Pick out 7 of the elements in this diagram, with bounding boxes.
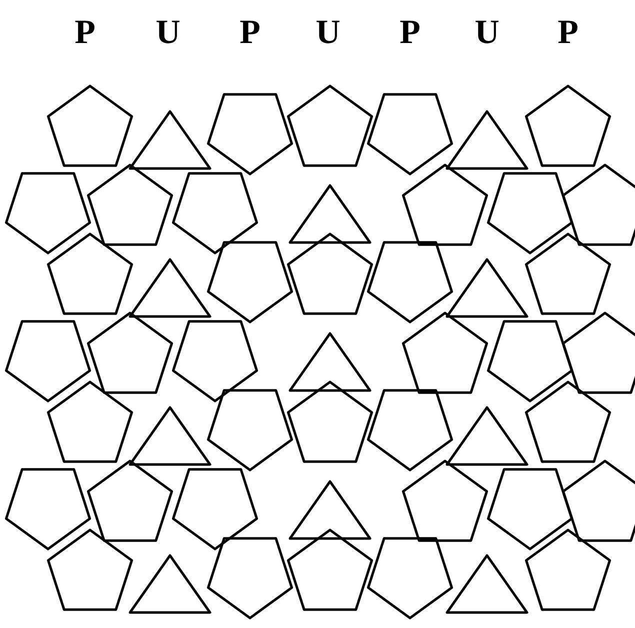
column-letter: P (400, 14, 420, 52)
column-letter: U (156, 14, 180, 52)
column-letter: U (316, 14, 340, 52)
column-letter: P (558, 14, 578, 52)
column-letter: P (240, 14, 260, 52)
column-letter: P (74, 14, 96, 52)
column-letter: U (474, 14, 500, 52)
